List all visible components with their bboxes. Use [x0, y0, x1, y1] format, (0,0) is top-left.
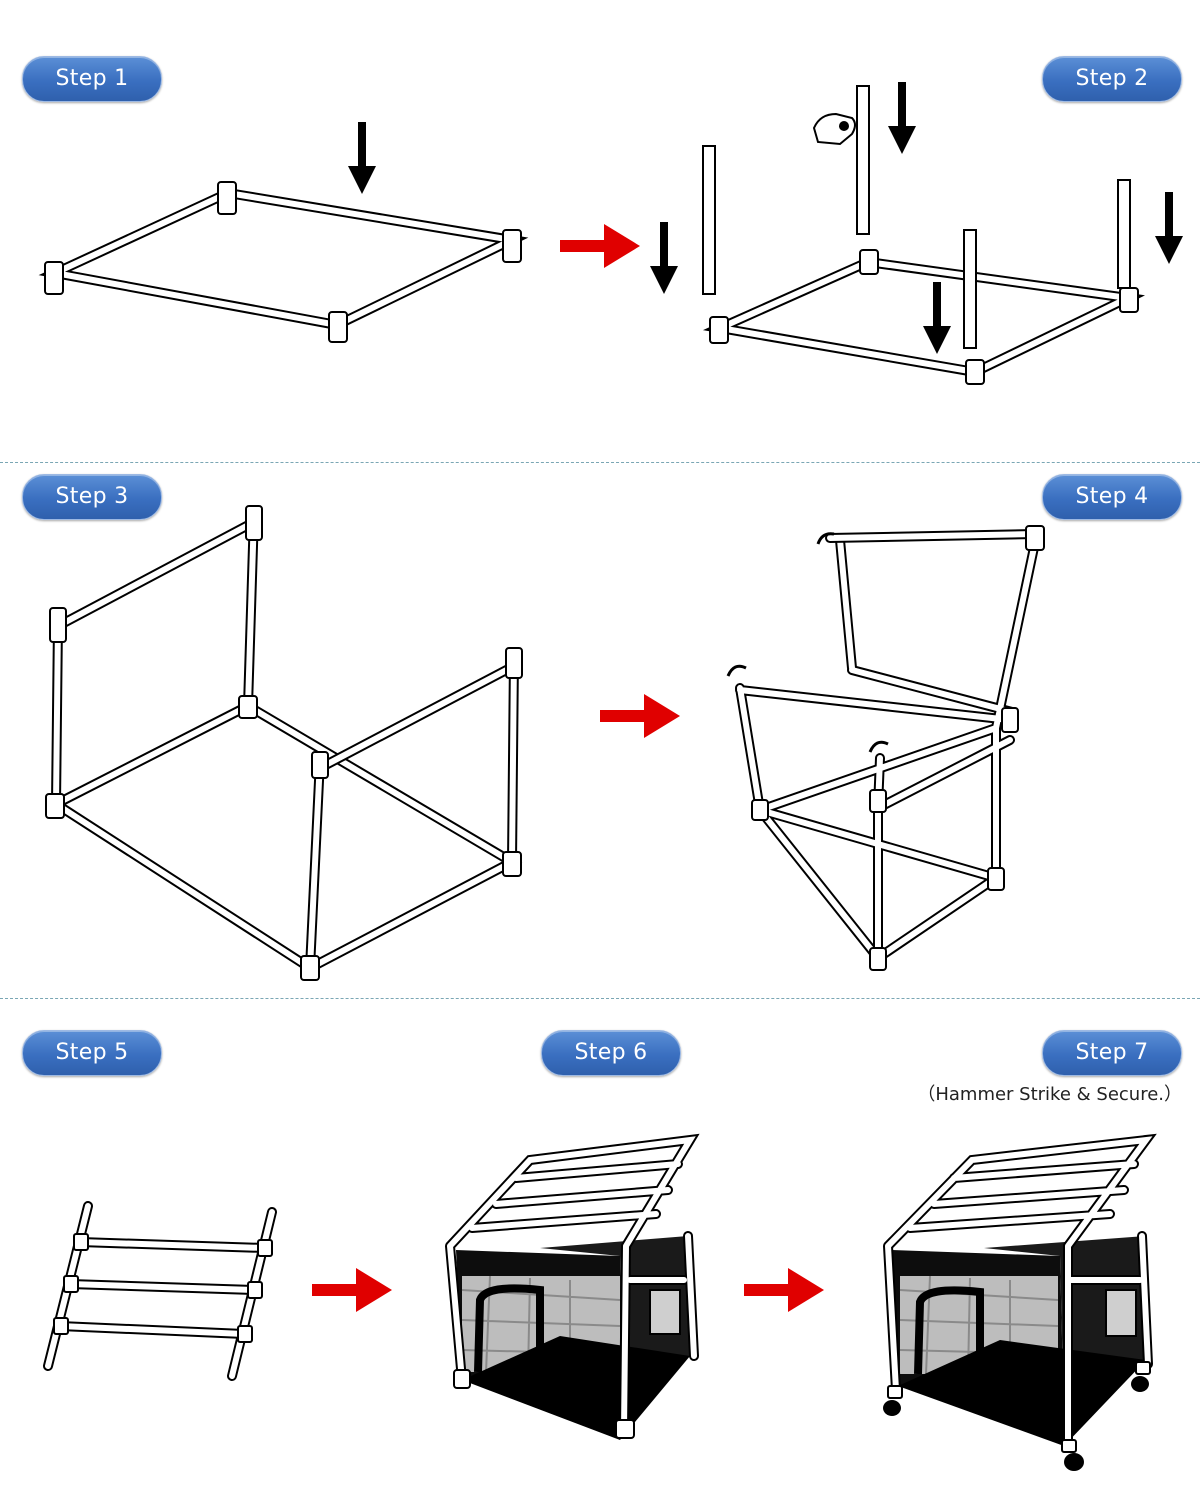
step-1-base-frame [38, 181, 529, 343]
step-5-rung-ladder [43, 1201, 277, 1381]
right-arrow-icon [600, 694, 680, 738]
caster-wheel-icon [1131, 1361, 1151, 1392]
step-1-label: Step 1 [22, 56, 162, 102]
down-arrow-icon [348, 122, 376, 194]
caster-wheel-icon [883, 1385, 903, 1416]
step-5-label: Step 5 [22, 1030, 162, 1076]
step-4-label: Step 4 [1042, 474, 1182, 520]
step-6-label: Step 6 [541, 1030, 681, 1076]
step-6-covered-cart [445, 1133, 700, 1440]
step-2-label: Step 2 [1042, 56, 1182, 102]
step-3-label: Step 3 [22, 474, 162, 520]
step-7-finished-cart [883, 1133, 1157, 1471]
right-arrow-icon [560, 224, 640, 268]
hand-icon [812, 112, 856, 146]
section-divider [0, 462, 1200, 463]
section-divider [0, 998, 1200, 999]
step-3-box-frame [45, 505, 523, 981]
down-arrow-icon [923, 282, 951, 354]
step-4-tall-frame [726, 525, 1045, 971]
step-2-frame-with-legs [702, 85, 1146, 385]
step-7-note: （Hammer Strike & Secure.） [917, 1084, 1182, 1105]
step-7-label: Step 7 [1042, 1030, 1182, 1076]
right-arrow-icon [312, 1268, 392, 1312]
right-arrow-icon [744, 1268, 824, 1312]
down-arrow-icon [888, 82, 916, 154]
down-arrow-icon [650, 222, 678, 294]
caster-wheel-icon [1061, 1439, 1084, 1471]
down-arrow-icon [1155, 192, 1183, 264]
